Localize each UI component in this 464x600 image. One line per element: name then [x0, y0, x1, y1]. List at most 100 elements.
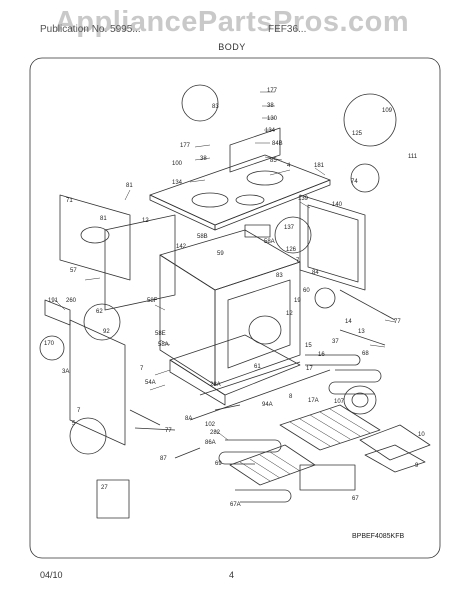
- cooktop-edge: [149, 194, 216, 231]
- part-label: 7: [140, 366, 144, 372]
- part-label: 92: [103, 329, 110, 335]
- bake-element: [218, 439, 282, 465]
- part-87: [174, 447, 201, 459]
- part-label: 81: [126, 183, 133, 189]
- part-label: 27: [101, 485, 108, 491]
- part-label: 83: [212, 104, 219, 110]
- part-label: 61: [254, 364, 261, 370]
- burner-cutout: [246, 170, 284, 186]
- part-label: 109: [382, 108, 393, 114]
- part-label: 38: [200, 156, 207, 162]
- part-label: 10: [418, 432, 425, 438]
- figure-code: BPBEF4085KFB: [352, 533, 404, 540]
- rail-77: [134, 427, 176, 431]
- part-label: 77: [165, 428, 172, 434]
- part-label: 83: [276, 273, 283, 279]
- part-label: 111: [408, 154, 418, 160]
- publication-number: Publication No. 5995...: [40, 24, 141, 35]
- part-label: 139: [298, 196, 309, 202]
- callout-83: [181, 84, 219, 122]
- part-label: 59: [217, 251, 224, 257]
- part-label: 8A: [185, 416, 192, 422]
- part-label: 14: [345, 319, 352, 325]
- callout-128: [343, 93, 397, 147]
- part-label: 84: [312, 270, 319, 276]
- part-label: 15: [305, 343, 312, 349]
- callout-74: [350, 163, 380, 193]
- part-label: 58F: [147, 298, 158, 304]
- right-side-panel: [299, 194, 366, 291]
- part-label: 81: [100, 216, 107, 222]
- part-label: 137: [284, 225, 295, 231]
- part-label: 16: [318, 352, 325, 358]
- part-label: 69: [215, 461, 222, 467]
- part-label: 57: [70, 268, 77, 274]
- part-label: 134: [265, 128, 276, 134]
- part-label: 62: [96, 309, 103, 315]
- part-label: 77: [394, 319, 401, 325]
- part-label: 71: [66, 198, 73, 204]
- part-label: 3A: [62, 369, 69, 375]
- part-label: 37: [332, 339, 339, 345]
- part-label: 7: [296, 258, 300, 264]
- left-side-panel: [59, 194, 131, 281]
- part-label: 181: [314, 163, 325, 169]
- cooktop-edge-front: [214, 179, 331, 231]
- oven-body-top: [159, 229, 301, 291]
- oven-body-left: [159, 254, 216, 386]
- part-label: 126: [286, 247, 297, 253]
- callout-5: [69, 417, 107, 455]
- part-label: 12: [286, 311, 293, 317]
- section-title: BODY: [218, 42, 246, 52]
- model-number: FEF36...: [268, 24, 307, 35]
- rail: [214, 404, 241, 411]
- broiler-pan-grid: [359, 424, 431, 461]
- part-label: 54A: [145, 380, 156, 386]
- part-label: 17: [306, 366, 313, 372]
- rod: [339, 289, 396, 321]
- drawer-frame-side: [169, 359, 226, 406]
- burner-cutout: [235, 194, 265, 206]
- part-label: 282: [210, 430, 221, 436]
- rail: [189, 369, 331, 421]
- part-label: 191: [48, 298, 59, 304]
- part-label: 177: [180, 143, 191, 149]
- part-label: 19: [294, 298, 301, 304]
- part-label: 67A: [230, 502, 241, 508]
- watermark: AppliancePartsPros.com: [54, 6, 410, 38]
- part-label: 100: [172, 161, 183, 167]
- panel-cutout: [80, 226, 110, 244]
- part-label: 68: [362, 351, 369, 357]
- rail: [199, 361, 301, 396]
- callout-170: [39, 335, 65, 361]
- rod: [339, 329, 386, 346]
- part-label: 8: [289, 394, 293, 400]
- part-label: 13: [358, 329, 365, 335]
- vent-duct: [244, 224, 271, 238]
- right-panel-inner: [307, 204, 359, 283]
- part-label: 4: [287, 163, 291, 169]
- oven-light-housing: [248, 315, 282, 345]
- callout-84: [314, 287, 336, 309]
- oven-body-front: [214, 261, 301, 386]
- left-front-panel: [69, 319, 126, 446]
- part-label: 38: [267, 103, 274, 109]
- broiler-pan: [299, 464, 356, 491]
- bake-element-upper: [305, 354, 361, 366]
- broiler-pan-tray: [364, 444, 426, 473]
- part-label: 170: [44, 341, 55, 347]
- part-label: 28A: [210, 382, 221, 388]
- part-label: 58A: [264, 239, 275, 245]
- part-label: 7: [77, 408, 81, 414]
- convection-fan: [343, 385, 377, 415]
- part-label: 58A: [158, 342, 169, 348]
- bake-element-bottom: [235, 489, 292, 503]
- part-label: 58B: [197, 234, 208, 240]
- callout-62: [83, 303, 121, 341]
- part-label: 130: [267, 116, 278, 122]
- part-label: 58E: [155, 331, 166, 337]
- part-label: 107: [334, 399, 345, 405]
- bracket: [129, 409, 161, 426]
- part-label: 9: [415, 463, 419, 469]
- footer-page-number: 4: [229, 570, 235, 580]
